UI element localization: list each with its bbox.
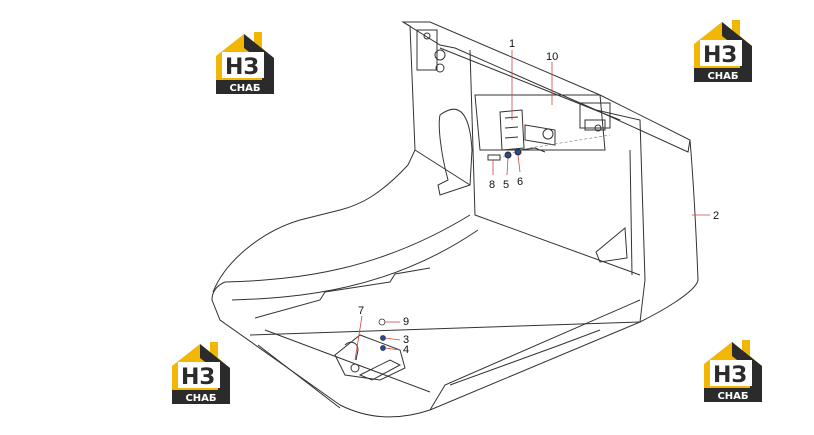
callout-5: 5 bbox=[503, 179, 509, 191]
callout-1: 1 bbox=[509, 38, 515, 50]
callout-4: 4 bbox=[403, 344, 409, 356]
panel-outline bbox=[211, 21, 699, 418]
leader-lines bbox=[354, 50, 710, 361]
logo-caption: СНАБ bbox=[707, 71, 738, 82]
callout-2: 2 bbox=[713, 210, 719, 222]
logo-top-left: НЗ СНАБ bbox=[216, 32, 274, 94]
callout-10: 10 bbox=[546, 51, 558, 63]
callout-8: 8 bbox=[489, 179, 495, 191]
logo-top-right: НЗ СНАБ bbox=[694, 20, 752, 82]
callout-labels: 1 10 2 8 5 6 7 9 3 4 bbox=[358, 38, 719, 356]
logo-letters: НЗ bbox=[703, 43, 737, 68]
logo-letters: НЗ bbox=[225, 55, 259, 80]
callout-6: 6 bbox=[517, 176, 523, 188]
callout-3: 3 bbox=[403, 334, 409, 346]
callout-7: 7 bbox=[358, 305, 364, 317]
logo-bottom-left: НЗ СНАБ bbox=[172, 342, 230, 404]
fasteners-upper bbox=[505, 149, 521, 158]
logo-bottom-right: НЗ СНАБ bbox=[704, 340, 762, 402]
logo-caption: СНАБ bbox=[185, 393, 216, 404]
logo-letters: НЗ bbox=[713, 363, 747, 388]
fasteners-lower bbox=[378, 318, 386, 351]
logo-caption: СНАБ bbox=[229, 83, 260, 94]
logo-letters: НЗ bbox=[181, 365, 215, 390]
callout-9: 9 bbox=[403, 316, 409, 328]
logo-caption: СНАБ bbox=[717, 391, 748, 402]
